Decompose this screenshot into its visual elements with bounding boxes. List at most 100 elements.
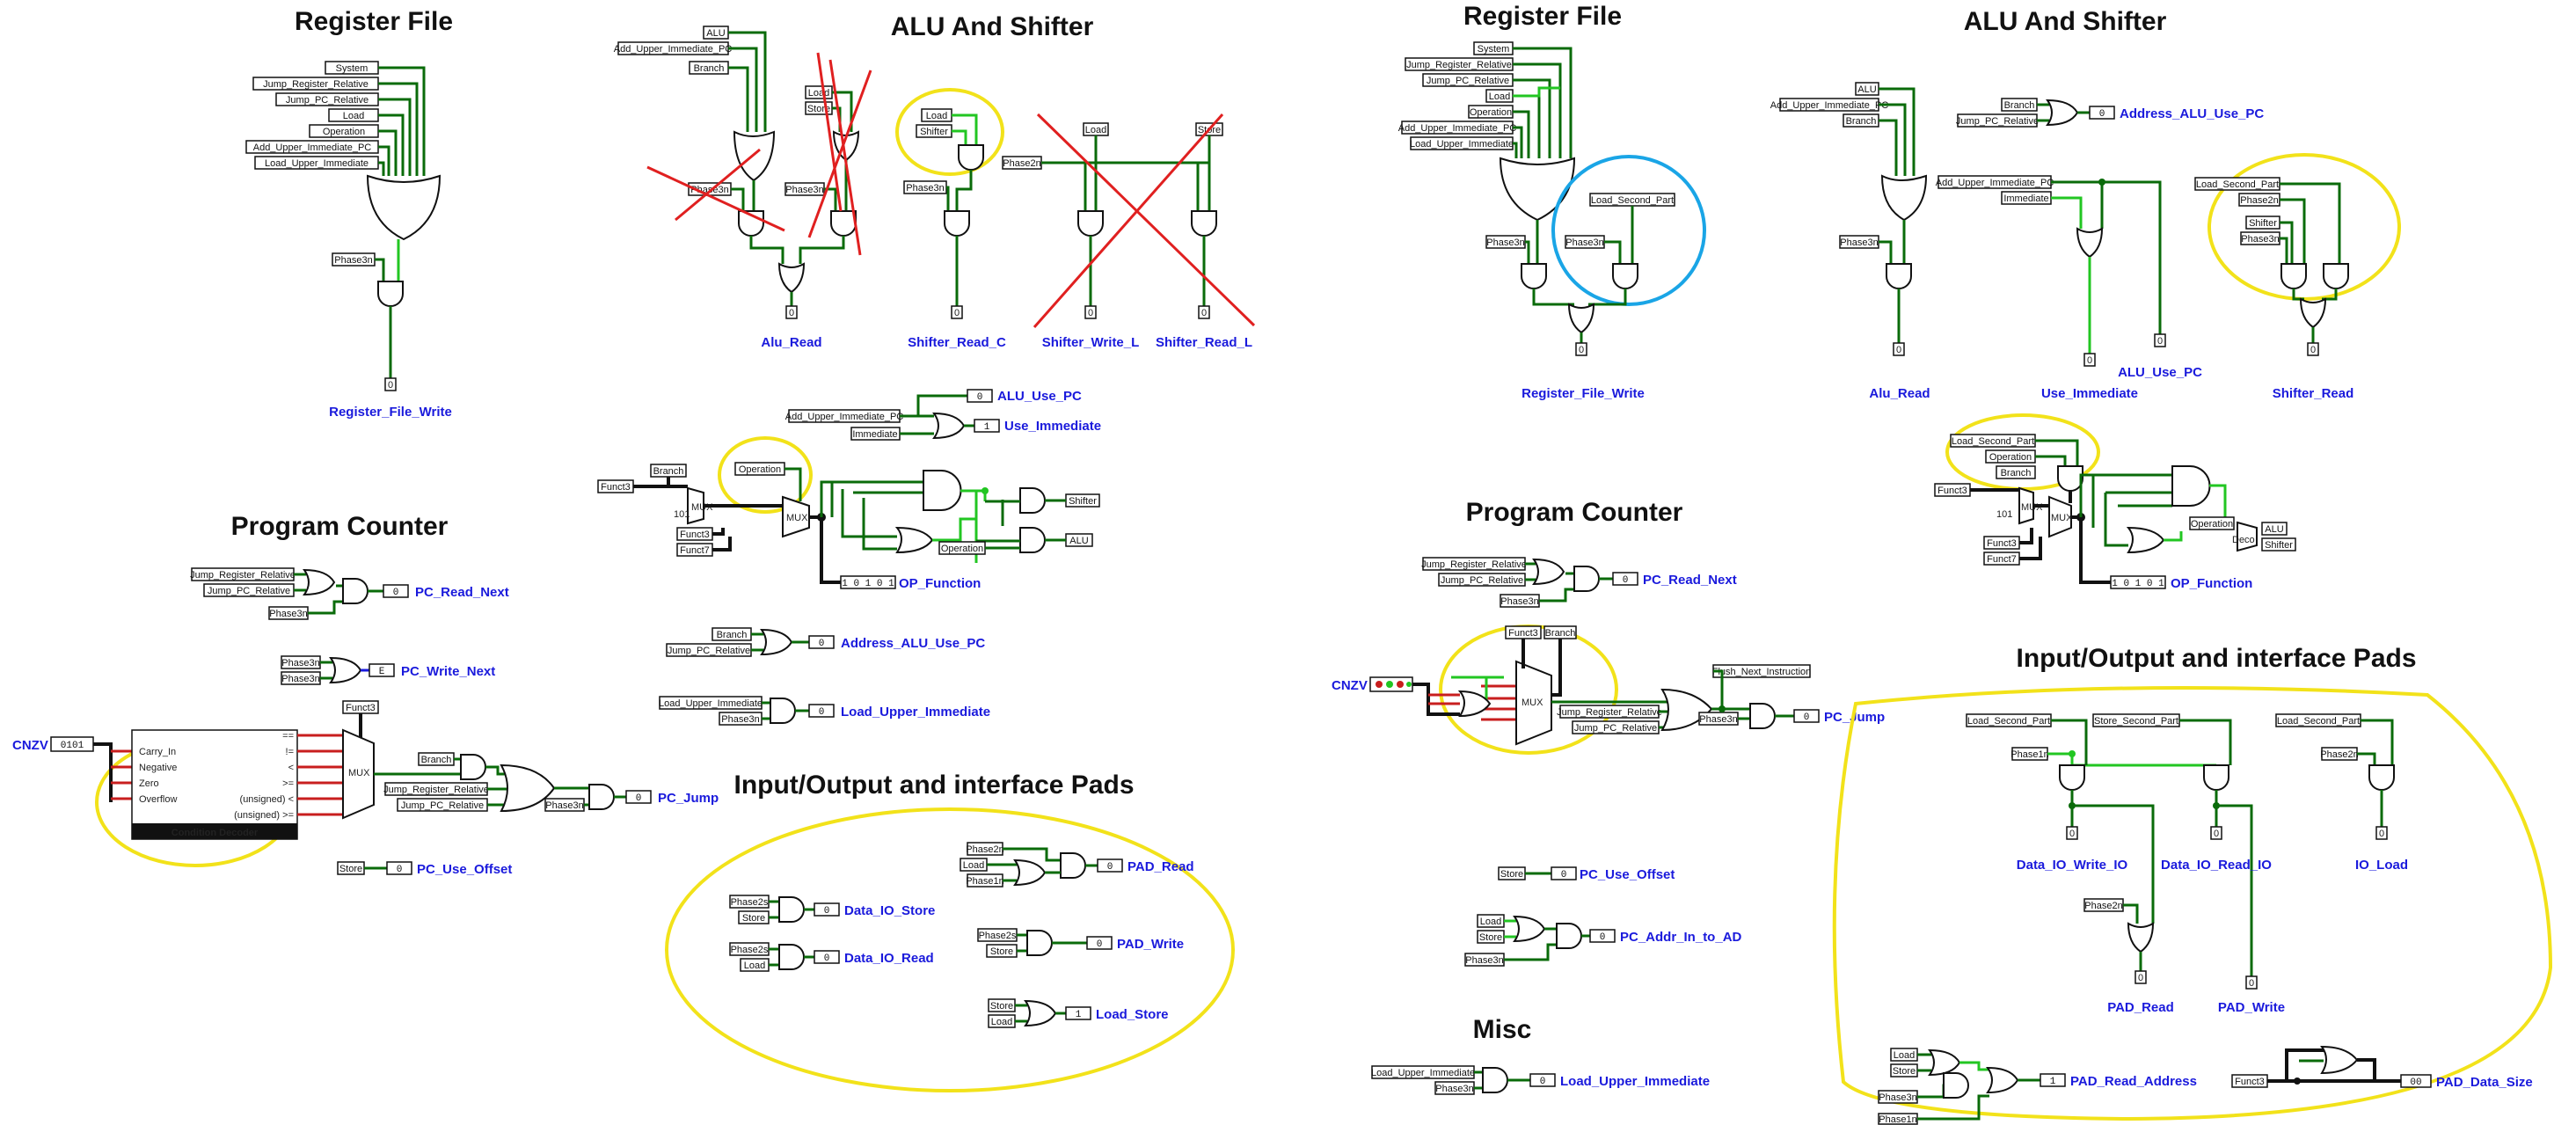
left-pcrn-and <box>342 578 369 604</box>
right-shifter-input: Phase3n <box>2241 234 2279 245</box>
left-jump-input: Jump_PC_Relative <box>401 800 484 811</box>
left-section-register-file: Register File <box>295 7 453 36</box>
left-alu-read: Alu_Read <box>761 335 821 350</box>
right-pcrn-input: Jump_PC_Relative <box>1441 575 1523 586</box>
left-write-pin-b <box>1198 305 1210 319</box>
left-iostore-val: 0 <box>824 906 830 917</box>
right-dec-deco-label: Deco <box>2232 535 2255 545</box>
left-alupc-input: Add_Upper_Immediate_PC <box>785 412 904 422</box>
right-shifter-input: Load_Second_Part <box>2196 179 2279 190</box>
left-load-store: Load_Store <box>1096 1007 1169 1022</box>
right-addr-val: 1 <box>2050 1077 2056 1087</box>
left-shifter-phase: Phase3n <box>906 183 944 194</box>
right-addrin-input: Store <box>1479 932 1502 943</box>
right-dec-operation: Operation <box>2191 519 2233 530</box>
right-data-io-read: Data_IO_Read_IO <box>2161 858 2272 873</box>
left-condition-decoder <box>131 729 298 840</box>
left-highlight-shifter <box>895 88 1004 176</box>
left-dec-sel: 101 <box>674 509 690 520</box>
left-pc-write-next: PC_Write_Next <box>401 664 495 679</box>
right-dec-sel: 101 <box>1996 509 2012 520</box>
right-alu-phase: Phase3n <box>1840 237 1878 248</box>
right-offset-val: 0 <box>1561 870 1567 880</box>
right-addr-and <box>1943 1072 1969 1099</box>
left-dec-funct3b: Funct3 <box>680 530 710 540</box>
right-pcrn-val: 0 <box>1623 575 1629 586</box>
right-io-phase-a: Phase1n <box>2010 749 2048 760</box>
left-padwrite-input: Phase2s <box>979 931 1017 941</box>
right-padread-pin <box>2135 970 2147 984</box>
left-cond-pin: Zero <box>139 778 159 789</box>
right-dec-deco <box>2237 521 2258 552</box>
left-write-pin-a <box>1084 305 1097 319</box>
left-data-io-read: Data_IO_Read <box>844 951 934 966</box>
right-shifter-pin <box>2307 342 2319 356</box>
left-cond-title: Condition Decoder <box>171 828 259 838</box>
left-ls-input: Store <box>990 1001 1013 1012</box>
left-padread-and <box>1060 852 1086 879</box>
right-rf-output: Register_File_Write <box>1522 386 1645 401</box>
left-rf-and-gate <box>377 281 404 307</box>
right-pc-funct3: Funct3 <box>1508 628 1538 639</box>
left-alu-input: Branch <box>694 63 725 74</box>
left-strike-x <box>1033 113 1256 328</box>
left-cond-right: (unsigned) < <box>240 794 294 805</box>
right-addrin-input: Phase3n <box>1465 955 1503 966</box>
right-dec-funct3: Funct3 <box>1937 486 1967 496</box>
right-io-phase-c: Phase2n <box>2084 901 2122 911</box>
right-io-pin-b <box>2210 826 2222 840</box>
left-pcwn-val: E <box>379 667 385 677</box>
left-addr-or <box>761 629 792 655</box>
right-addrpc-val: 0 <box>2099 109 2105 120</box>
left-op-function: OP_Function <box>899 576 981 591</box>
left-alu-use-pc: ALU_Use_PC <box>997 389 1082 404</box>
left-pcrn-val: 0 <box>393 588 399 598</box>
right-size-input: Funct3 <box>2235 1077 2265 1087</box>
right-rf-or <box>1499 157 1576 222</box>
right-addrin-or <box>1514 916 1545 942</box>
left-section-alu-shifter: ALU And Shifter <box>891 12 1094 41</box>
left-pc-read-next: PC_Read_Next <box>415 585 509 600</box>
left-pc-mux <box>342 728 375 820</box>
left-ls-val: 1 <box>1076 1010 1082 1020</box>
right-imm-or <box>2076 228 2103 258</box>
left-highlight-operation <box>718 436 813 514</box>
left-pcwn-input: Phase3n <box>281 658 319 668</box>
right-imm-pin-a <box>2083 353 2096 367</box>
right-size-val: 00 <box>2410 1078 2421 1088</box>
right-rf-and <box>1521 263 1547 289</box>
right-rf-input: Jump_Register_Relative <box>1406 60 1512 70</box>
left-dec-or-small <box>894 526 934 554</box>
right-imm-input: Immediate <box>2003 194 2048 204</box>
right-pad-write: PAD_Write <box>2218 1000 2285 1015</box>
left-ioread-input: Phase2s <box>731 945 769 955</box>
right-cnzv-label: CNZV <box>1332 678 1368 693</box>
left-padread-input: Load <box>963 860 984 871</box>
right-jump-phase: Phase3n <box>1699 714 1737 725</box>
right-padread-or <box>2127 923 2154 953</box>
right-addrin-input: Load <box>1480 917 1501 927</box>
right-jump-input: Jump_PC_Relative <box>1574 723 1657 734</box>
left-dec-mux-b <box>782 495 810 538</box>
right-dec-funct3b: Funct3 <box>1987 538 2017 549</box>
right-op-function: OP_Function <box>2171 576 2252 591</box>
left-lui-input: Load_Upper_Immediate <box>659 698 763 709</box>
left-alupc-val-a: 0 <box>977 392 983 403</box>
right-section-alu-shifter: ALU And Shifter <box>1964 7 2167 36</box>
right-io-input: Load_Second_Part <box>2277 716 2360 727</box>
left-rf-input: Add_Upper_Immediate_PC <box>253 142 372 153</box>
left-cond-right: >= <box>282 778 294 789</box>
right-rf-input: Load <box>1489 91 1510 102</box>
right-pad-data-size: PAD_Data_Size <box>2436 1075 2533 1090</box>
right-jump-and <box>1749 703 1776 729</box>
left-iostore-input: Store <box>742 913 765 924</box>
left-alu-or-gate <box>733 130 776 182</box>
left-iostore-and <box>778 896 805 923</box>
right-alu-input: Branch <box>1846 116 1877 127</box>
right-shifter-or <box>2300 298 2326 328</box>
left-offset-input: Store <box>339 864 362 874</box>
left-cond-pin: Negative <box>139 763 177 773</box>
left-pcrn-input: Jump_Register_Relative <box>190 570 296 581</box>
left-alu-input: ALU <box>706 28 725 39</box>
left-dec-funct7: Funct7 <box>680 545 710 556</box>
